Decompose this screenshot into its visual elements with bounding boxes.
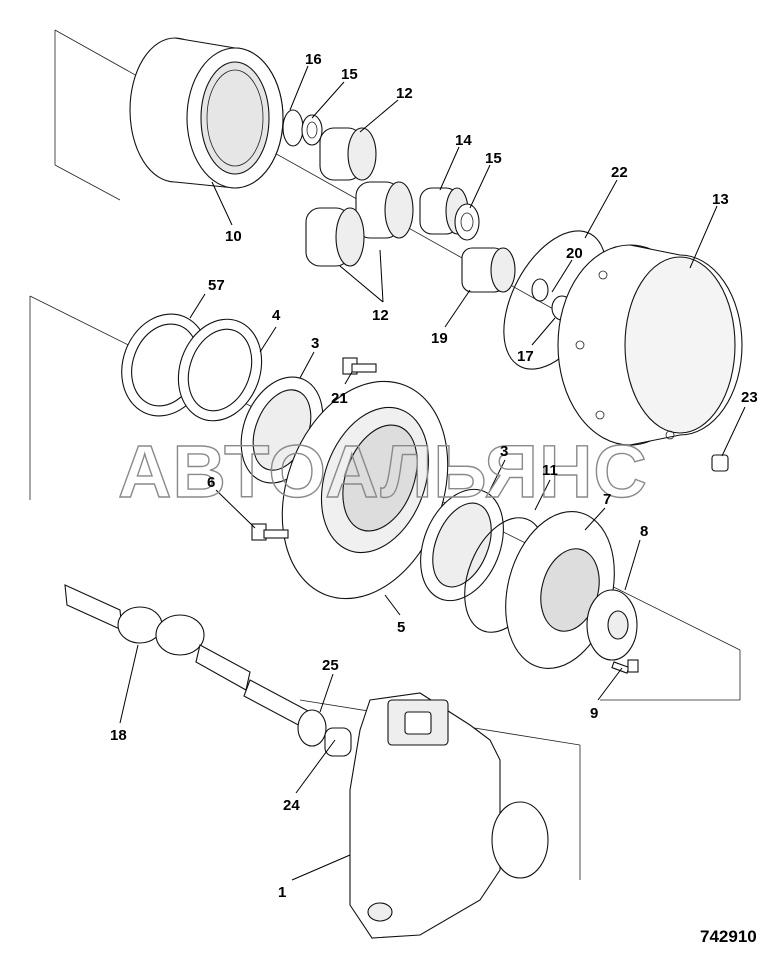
- bolt-part-lower: [251, 523, 289, 541]
- part-label: 15: [341, 66, 358, 83]
- needle-bearing-part-small: [324, 727, 352, 757]
- planet-gear-part-3: [305, 207, 365, 267]
- part-label: 22: [611, 164, 628, 181]
- seal-part-inner: [177, 318, 263, 422]
- small-circlip-part: [531, 278, 549, 302]
- circlip-part: [282, 109, 304, 147]
- part-label: 11: [542, 462, 558, 479]
- thrust-washer-part-upper: [301, 114, 323, 146]
- part-label: 24: [283, 797, 300, 814]
- plug-part: [711, 454, 729, 472]
- leader-lines: [119, 65, 746, 881]
- part-label: 20: [566, 245, 583, 262]
- part-label: 3: [311, 335, 319, 352]
- hub-cover-part: [557, 244, 743, 446]
- part-label: 21: [331, 390, 348, 407]
- part-label: 1: [278, 884, 286, 901]
- part-label: 10: [225, 228, 242, 245]
- part-label: 13: [712, 191, 729, 208]
- part-label: 16: [305, 51, 322, 68]
- part-label: 3: [500, 443, 508, 460]
- part-label: 8: [640, 523, 648, 540]
- part-label: 14: [455, 132, 472, 149]
- wheel-hub-part: [281, 380, 449, 600]
- part-label: 6: [207, 474, 215, 491]
- part-label: 12: [372, 307, 389, 324]
- part-label: 9: [590, 705, 598, 722]
- part-label: 19: [431, 330, 448, 347]
- part-labels: 16 15 12 14 15 22 13 10 20 12 19 17 57 4…: [110, 51, 758, 901]
- bolt-part-flange: [611, 659, 639, 674]
- part-label: 23: [741, 389, 758, 406]
- sun-gear-part: [461, 247, 516, 293]
- figure-number: 742910: [700, 927, 757, 946]
- part-label: 17: [517, 348, 534, 365]
- steering-knuckle-part: [349, 692, 549, 939]
- seal-part-small: [297, 709, 327, 747]
- part-label: 15: [485, 150, 502, 167]
- thrust-washer-part-lower: [454, 203, 480, 241]
- part-label: 12: [396, 85, 413, 102]
- part-label: 4: [272, 307, 281, 324]
- part-label: 57: [208, 277, 225, 294]
- ring-gear-part: [129, 37, 284, 189]
- watermark-text: АВТОАЛЬЯНС: [118, 430, 648, 513]
- part-label: 5: [397, 619, 405, 636]
- taper-bearing-part-inner: [420, 488, 504, 602]
- planet-gear-part-2: [355, 181, 414, 239]
- drive-shaft-part: [64, 584, 251, 691]
- planet-gear-part-1: [319, 127, 377, 181]
- part-label: 18: [110, 727, 127, 744]
- part-label: 7: [603, 491, 611, 508]
- bolt-part-upper: [342, 357, 377, 375]
- part-label: 25: [322, 657, 339, 674]
- flange-part: [586, 589, 638, 661]
